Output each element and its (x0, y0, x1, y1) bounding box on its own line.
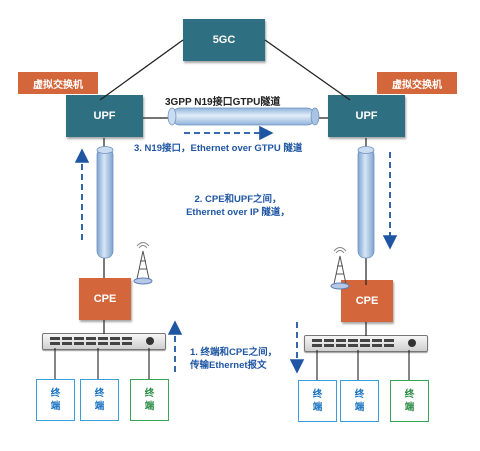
step2-line1: 2. CPE和UPF之间， (194, 194, 282, 205)
vswitch-tag-right: 虚拟交换机 (377, 72, 457, 94)
antenna-icon (330, 247, 350, 290)
gtpu-tunnel-title: 3GPP N19接口GTPU隧道 (165, 97, 281, 108)
ip-tunnel-right (357, 146, 375, 259)
terminal-label: 终 (404, 389, 415, 400)
vswitch-tag-left: 虚拟交换机 (18, 72, 98, 94)
step1-line2: 传输Ethernet报文 (190, 360, 267, 371)
terminal-right-2[interactable]: 终 端 (340, 380, 379, 422)
antenna-icon (133, 242, 153, 285)
links-switch-terminals-right (316, 350, 410, 380)
upf-left-node[interactable]: UPF (66, 95, 143, 137)
link-5gc-upf-left (99, 39, 184, 101)
links-switch-terminals-left (54, 348, 150, 379)
terminal-label: 端 (312, 402, 323, 413)
terminal-left-2[interactable]: 终 端 (80, 379, 119, 421)
step1-line1: 1. 终端和CPE之间， (190, 347, 278, 358)
step2-label: 2. CPE和UPF之间， Ethernet over IP 隧道， (158, 193, 318, 219)
terminal-label: 端 (50, 401, 61, 412)
gtpu-tunnel (167, 107, 320, 126)
terminal-label: 端 (94, 401, 105, 412)
terminal-label: 终 (144, 388, 155, 399)
terminal-right-1[interactable]: 终 端 (298, 380, 337, 422)
terminal-left-3[interactable]: 终 端 (130, 379, 169, 421)
terminal-label: 终 (94, 388, 105, 399)
cpe-left-node[interactable]: CPE (79, 278, 131, 320)
switch-ports-right (312, 339, 416, 347)
terminal-label: 端 (354, 402, 365, 413)
terminal-right-3[interactable]: 终 端 (390, 380, 429, 422)
upf-right-node[interactable]: UPF (328, 95, 405, 137)
link-5gc-upf-right (264, 39, 351, 101)
core-5gc-node[interactable]: 5GC (183, 19, 265, 61)
switch-ports-left (50, 337, 154, 345)
step1-label: 1. 终端和CPE之间， 传输Ethernet报文 (190, 346, 277, 372)
terminal-left-1[interactable]: 终 端 (36, 379, 75, 421)
terminal-label: 端 (144, 401, 155, 412)
terminal-label: 终 (312, 389, 323, 400)
terminal-label: 终 (50, 388, 61, 399)
terminal-label: 终 (354, 389, 365, 400)
terminal-label: 端 (404, 402, 415, 413)
ip-tunnel-left (96, 146, 114, 259)
step3-label: 3. N19接口，Ethernet over GTPU 隧道 (134, 143, 303, 154)
step2-line2: Ethernet over IP 隧道， (186, 207, 290, 218)
cpe-right-node[interactable]: CPE (341, 280, 393, 322)
